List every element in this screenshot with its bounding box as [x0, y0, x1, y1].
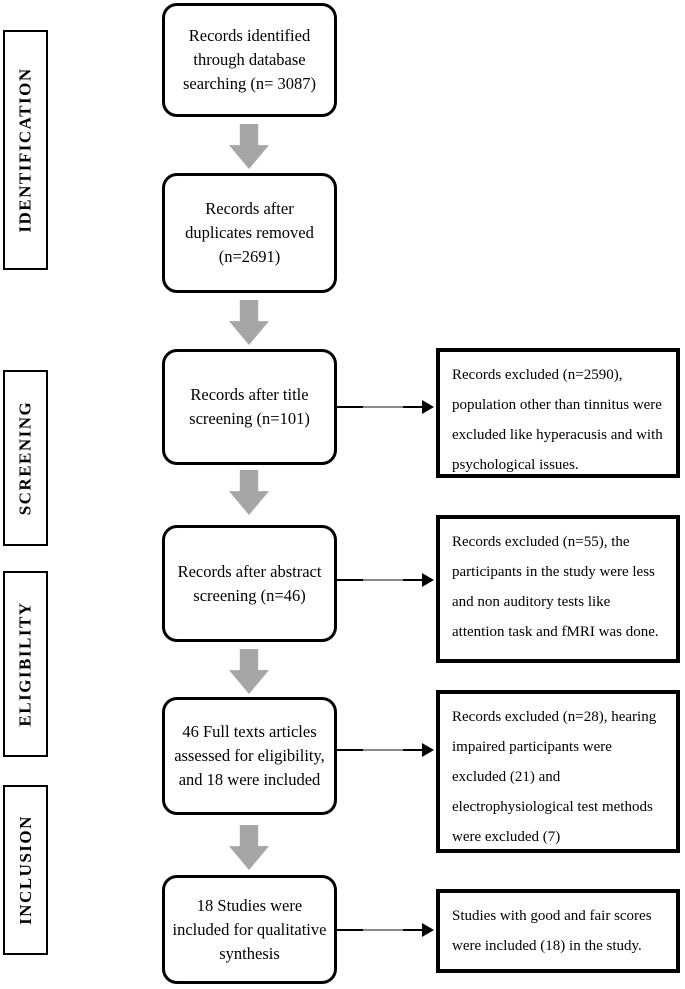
- flow-box-duplicates-removed: Records after duplicates removed (n=2691…: [162, 173, 337, 293]
- flow-box-records-identified: Records identified through database sear…: [162, 3, 337, 117]
- flow-box-full-text-assessed: 46 Full texts articles assessed for elig…: [162, 697, 337, 815]
- right-arrow-icon: [337, 573, 434, 587]
- down-arrow-icon: [229, 649, 269, 694]
- exclusion-box-abstract-screening-text: Records excluded (n=55), the participant…: [452, 534, 659, 640]
- right-arrow-icon: [337, 400, 434, 414]
- exclusion-box-title-screening-text: Records excluded (n=2590), population ot…: [452, 367, 663, 473]
- flow-box-qualitative-synthesis-text: 18 Studies were included for qualitative…: [172, 895, 327, 963]
- right-arrow-icon: [337, 743, 434, 757]
- stage-identification: IDENTIFICATION: [3, 30, 48, 270]
- flow-box-title-screening-text: Records after title screening (n=101): [189, 385, 310, 428]
- flow-box-abstract-screening-text: Records after abstract screening (n=46): [177, 561, 322, 605]
- right-arrow-icon: [337, 923, 434, 937]
- exclusion-box-full-text: Records excluded (n=28), hearing impaire…: [436, 690, 680, 853]
- flow-box-qualitative-synthesis: 18 Studies were included for qualitative…: [162, 875, 337, 984]
- exclusion-box-quality-scores-text: Studies with good and fair scores were i…: [452, 908, 652, 954]
- down-arrow-icon: [229, 124, 269, 169]
- flow-box-abstract-screening: Records after abstract screening (n=46): [162, 525, 337, 642]
- down-arrow-icon: [229, 470, 269, 515]
- down-arrow-icon: [229, 825, 269, 870]
- flow-box-records-identified-text: Records identified through database sear…: [182, 26, 316, 93]
- stage-screening-label: SCREENING: [15, 400, 35, 516]
- exclusion-box-full-text-text: Records excluded (n=28), hearing impaire…: [452, 709, 657, 845]
- stage-eligibility: ELIGIBILITY: [3, 571, 48, 757]
- flow-box-duplicates-removed-text: Records after duplicates removed (n=2691…: [185, 199, 314, 266]
- stage-screening: SCREENING: [3, 370, 48, 546]
- stage-inclusion: INCLUSION: [3, 785, 48, 955]
- exclusion-box-abstract-screening: Records excluded (n=55), the participant…: [436, 515, 680, 663]
- stage-eligibility-label: ELIGIBILITY: [15, 601, 35, 727]
- flow-box-full-text-assessed-text: 46 Full texts articles assessed for elig…: [174, 722, 325, 789]
- exclusion-box-title-screening: Records excluded (n=2590), population ot…: [436, 348, 680, 478]
- exclusion-box-quality-scores: Studies with good and fair scores were i…: [436, 889, 680, 973]
- flow-box-title-screening: Records after title screening (n=101): [162, 349, 337, 465]
- down-arrow-icon: [229, 300, 269, 345]
- stage-identification-label: IDENTIFICATION: [15, 67, 35, 233]
- stage-inclusion-label: INCLUSION: [15, 815, 35, 925]
